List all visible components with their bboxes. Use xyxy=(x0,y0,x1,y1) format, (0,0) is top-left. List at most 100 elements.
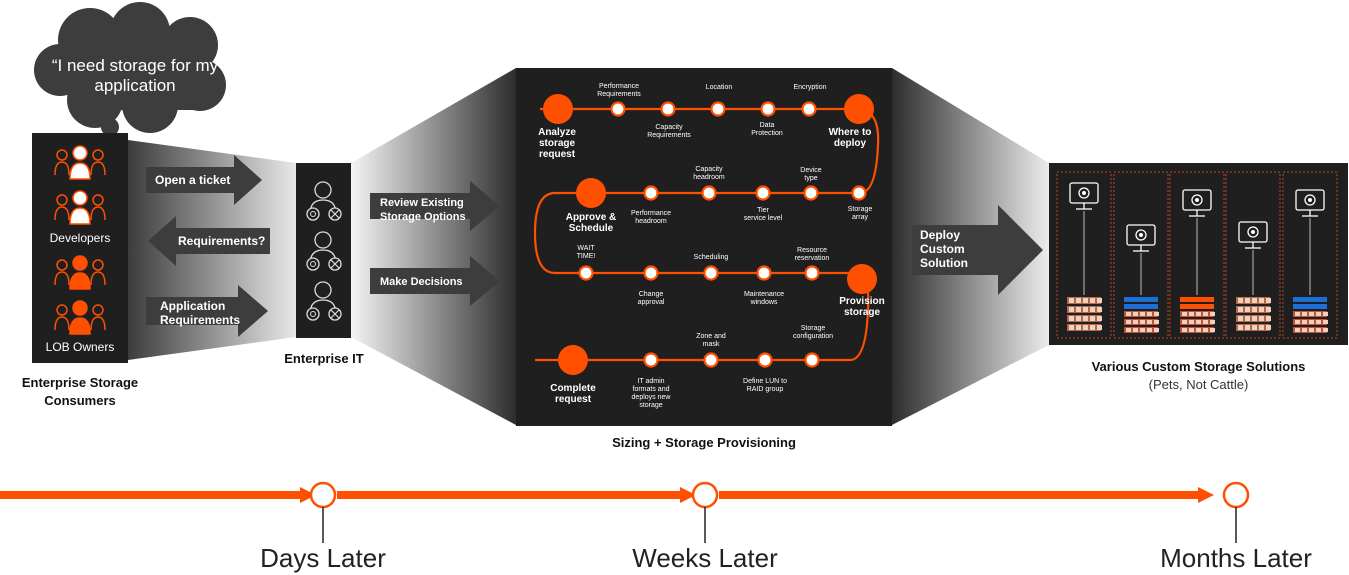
arrow-open-ticket xyxy=(146,155,262,205)
developers-label: Developers xyxy=(49,231,111,245)
flow-perf-req-2: Requirements xyxy=(597,91,641,98)
flow-storage-conf-1: Storage xyxy=(800,325,826,332)
arrow-decisions xyxy=(370,256,500,306)
monitor-gear-icon xyxy=(1182,189,1212,217)
flow-perf-req-1: Performance xyxy=(598,83,640,90)
flow-analyze-3: request xyxy=(538,149,576,160)
flow-perf-head-1: Performance xyxy=(630,210,672,217)
arrow-app-req xyxy=(146,285,268,337)
review-label-2: Storage Options xyxy=(380,211,466,223)
flow-provision-1: Provision xyxy=(839,296,885,307)
open-ticket-label: Open a ticket xyxy=(155,173,231,187)
funnel-it xyxy=(351,68,516,425)
flow-scheduling: Scheduling xyxy=(693,254,729,261)
flow-change-2: approval xyxy=(637,299,665,306)
it-person-icon xyxy=(306,281,342,321)
person-icon-group xyxy=(54,145,106,335)
flow-it-admin-4: storage xyxy=(639,402,663,409)
solutions-subtitle: (Pets, Not Cattle) xyxy=(1148,377,1249,392)
requirements-q-label: Requirements? xyxy=(178,234,266,248)
timeline xyxy=(0,481,1250,543)
arrow-requirements xyxy=(148,216,270,266)
arrow-deploy xyxy=(912,205,1043,295)
make-decisions-label: Make Decisions xyxy=(380,276,463,288)
flow-wait-2: TIME! xyxy=(576,253,596,260)
flow-minor-nodes xyxy=(578,101,867,368)
monitor-gear-icon xyxy=(1126,224,1156,252)
flow-lun-1: Define LUN to xyxy=(743,378,787,385)
arrow-review xyxy=(370,181,500,231)
flow-approve-1: Approve & xyxy=(565,212,617,223)
storage-solutions xyxy=(1056,171,1338,339)
flow-data-prot-1: Data xyxy=(759,122,775,129)
flow-device-1: Device xyxy=(800,167,822,174)
provisioning-title: Sizing + Storage Provisioning xyxy=(612,435,796,450)
flow-where-1: Where to xyxy=(828,127,872,138)
it-person-icon xyxy=(306,181,342,221)
flow-storage-conf-2: configuration xyxy=(792,333,834,340)
flow-where-2: deploy xyxy=(833,138,867,149)
monitor-gear-icon xyxy=(1069,182,1099,210)
flow-storage-array-1: Storage xyxy=(847,206,873,213)
person-icon xyxy=(54,255,106,290)
flow-resource-1: Resource xyxy=(797,247,827,254)
flow-complete-2: request xyxy=(554,394,592,405)
consumers-title-1: Enterprise Storage xyxy=(21,375,139,390)
timeline-label-days: Days Later xyxy=(260,543,386,573)
bubble-text: “I need storage for my application xyxy=(51,56,219,95)
flow-cap-head-1: Capacity xyxy=(695,166,723,173)
timeline-marker-months xyxy=(1222,481,1250,509)
flow-tier-1: Tier xyxy=(757,207,769,214)
flow-lun-2: RAID group xyxy=(746,386,784,393)
flow-perf-head-2: headroom xyxy=(635,218,667,225)
timeline-marker-weeks xyxy=(691,481,719,509)
flow-cap-head-2: headroom xyxy=(693,174,725,181)
timeline-label-weeks: Weeks Later xyxy=(632,543,778,573)
flow-approve-2: Schedule xyxy=(568,223,614,234)
flow-analyze-1: Analyze xyxy=(538,127,576,138)
timeline-marker-days xyxy=(309,481,337,509)
lob-owners-label: LOB Owners xyxy=(45,340,115,354)
storage-rack-icon xyxy=(1056,171,1112,339)
flow-maint-2: windows xyxy=(750,299,778,306)
flow-analyze-2: storage xyxy=(538,138,576,149)
flow-data-prot-2: Protection xyxy=(751,130,783,137)
flow-it-admin-3: deploys new xyxy=(631,394,671,401)
storage-rack-icon xyxy=(1282,171,1338,339)
flow-location: Location xyxy=(705,84,733,91)
deploy-label-3: Solution xyxy=(920,256,968,270)
timeline-label-months: Months Later xyxy=(1160,543,1312,573)
flow-device-2: type xyxy=(804,175,818,182)
flow-it-admin-1: IT admin xyxy=(637,378,665,385)
flow-zone-1: Zone and xyxy=(696,333,726,340)
flow-complete-1: Complete xyxy=(550,383,596,394)
app-req-label-2: Requirements xyxy=(160,313,241,327)
flow-resource-2: reservation xyxy=(794,255,830,262)
flow-major-nodes xyxy=(543,94,877,375)
flow-storage-array-2: array xyxy=(852,214,868,221)
flow-it-admin-2: formats and xyxy=(632,386,670,393)
flow-maint-1: Maintenance xyxy=(743,291,785,298)
flow-provision-2: storage xyxy=(843,307,881,318)
flow-cap-req-1: Capacity xyxy=(655,124,683,131)
review-label-1: Review Existing xyxy=(380,197,464,209)
thought-bubble-icon xyxy=(34,2,226,148)
solutions-title: Various Custom Storage Solutions xyxy=(1091,359,1306,374)
flow-encryption: Encryption xyxy=(793,84,827,91)
monitor-gear-icon xyxy=(1295,189,1325,217)
flow-zone-2: mask xyxy=(702,341,720,348)
person-icon xyxy=(54,300,106,335)
it-person-icons xyxy=(306,181,342,321)
flow-cap-req-2: Requirements xyxy=(647,132,691,139)
it-person-icon xyxy=(306,231,342,271)
deploy-label-1: Deploy xyxy=(920,228,961,242)
consumers-title-2: Consumers xyxy=(44,393,116,408)
deploy-label-2: Custom xyxy=(920,242,965,256)
storage-rack-icon xyxy=(1225,171,1281,339)
storage-rack-icon xyxy=(1113,171,1169,339)
app-req-label-1: Application xyxy=(160,299,226,313)
enterprise-it-title: Enterprise IT xyxy=(284,351,364,366)
flow-change-1: Change xyxy=(638,291,664,298)
person-icon xyxy=(54,190,106,225)
